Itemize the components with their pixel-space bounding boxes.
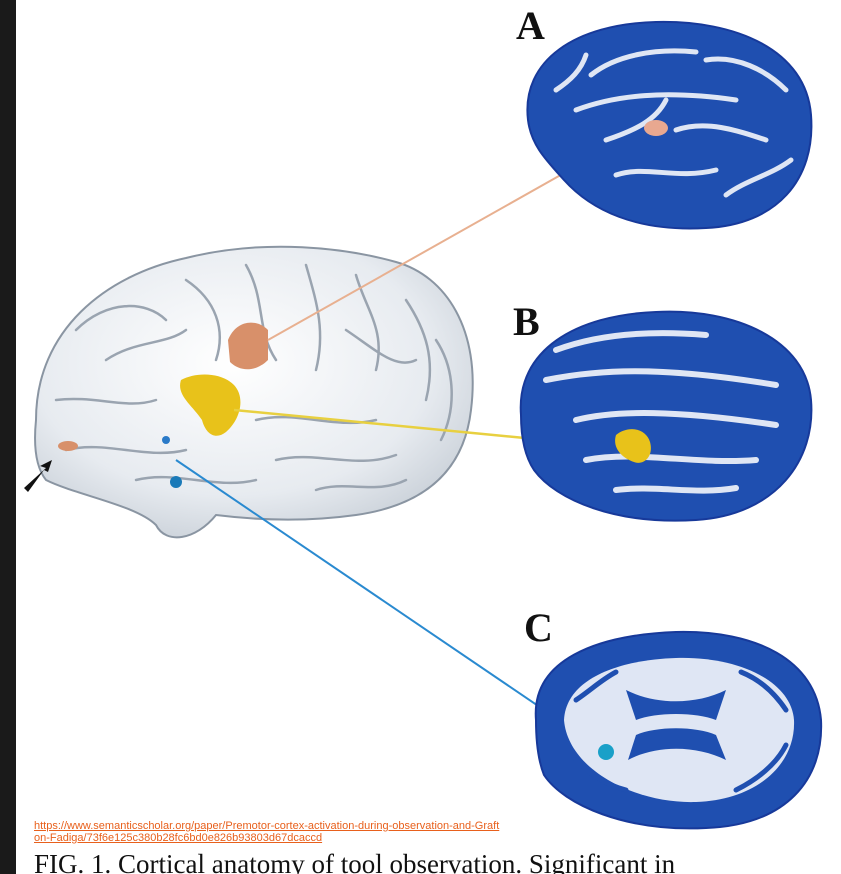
figure-artwork (16, 0, 841, 874)
frontal-spot (58, 441, 78, 451)
cortical-surface-render (35, 247, 473, 538)
figure-caption: FIG. 1. Cortical anatomy of tool observa… (34, 848, 841, 874)
panel-label-a: A (516, 2, 545, 49)
slice-c (536, 632, 821, 828)
left-frame-band (0, 0, 16, 874)
slice-b (521, 312, 812, 521)
figure: A B C https://www.semanticscholar.org/pa… (16, 0, 841, 874)
region-c-activation (170, 476, 182, 488)
panel-label-b: B (513, 298, 540, 345)
source-link[interactable]: https://www.semanticscholar.org/paper/Pr… (34, 820, 504, 844)
panel-label-c: C (524, 604, 553, 651)
slice-a (527, 22, 811, 229)
